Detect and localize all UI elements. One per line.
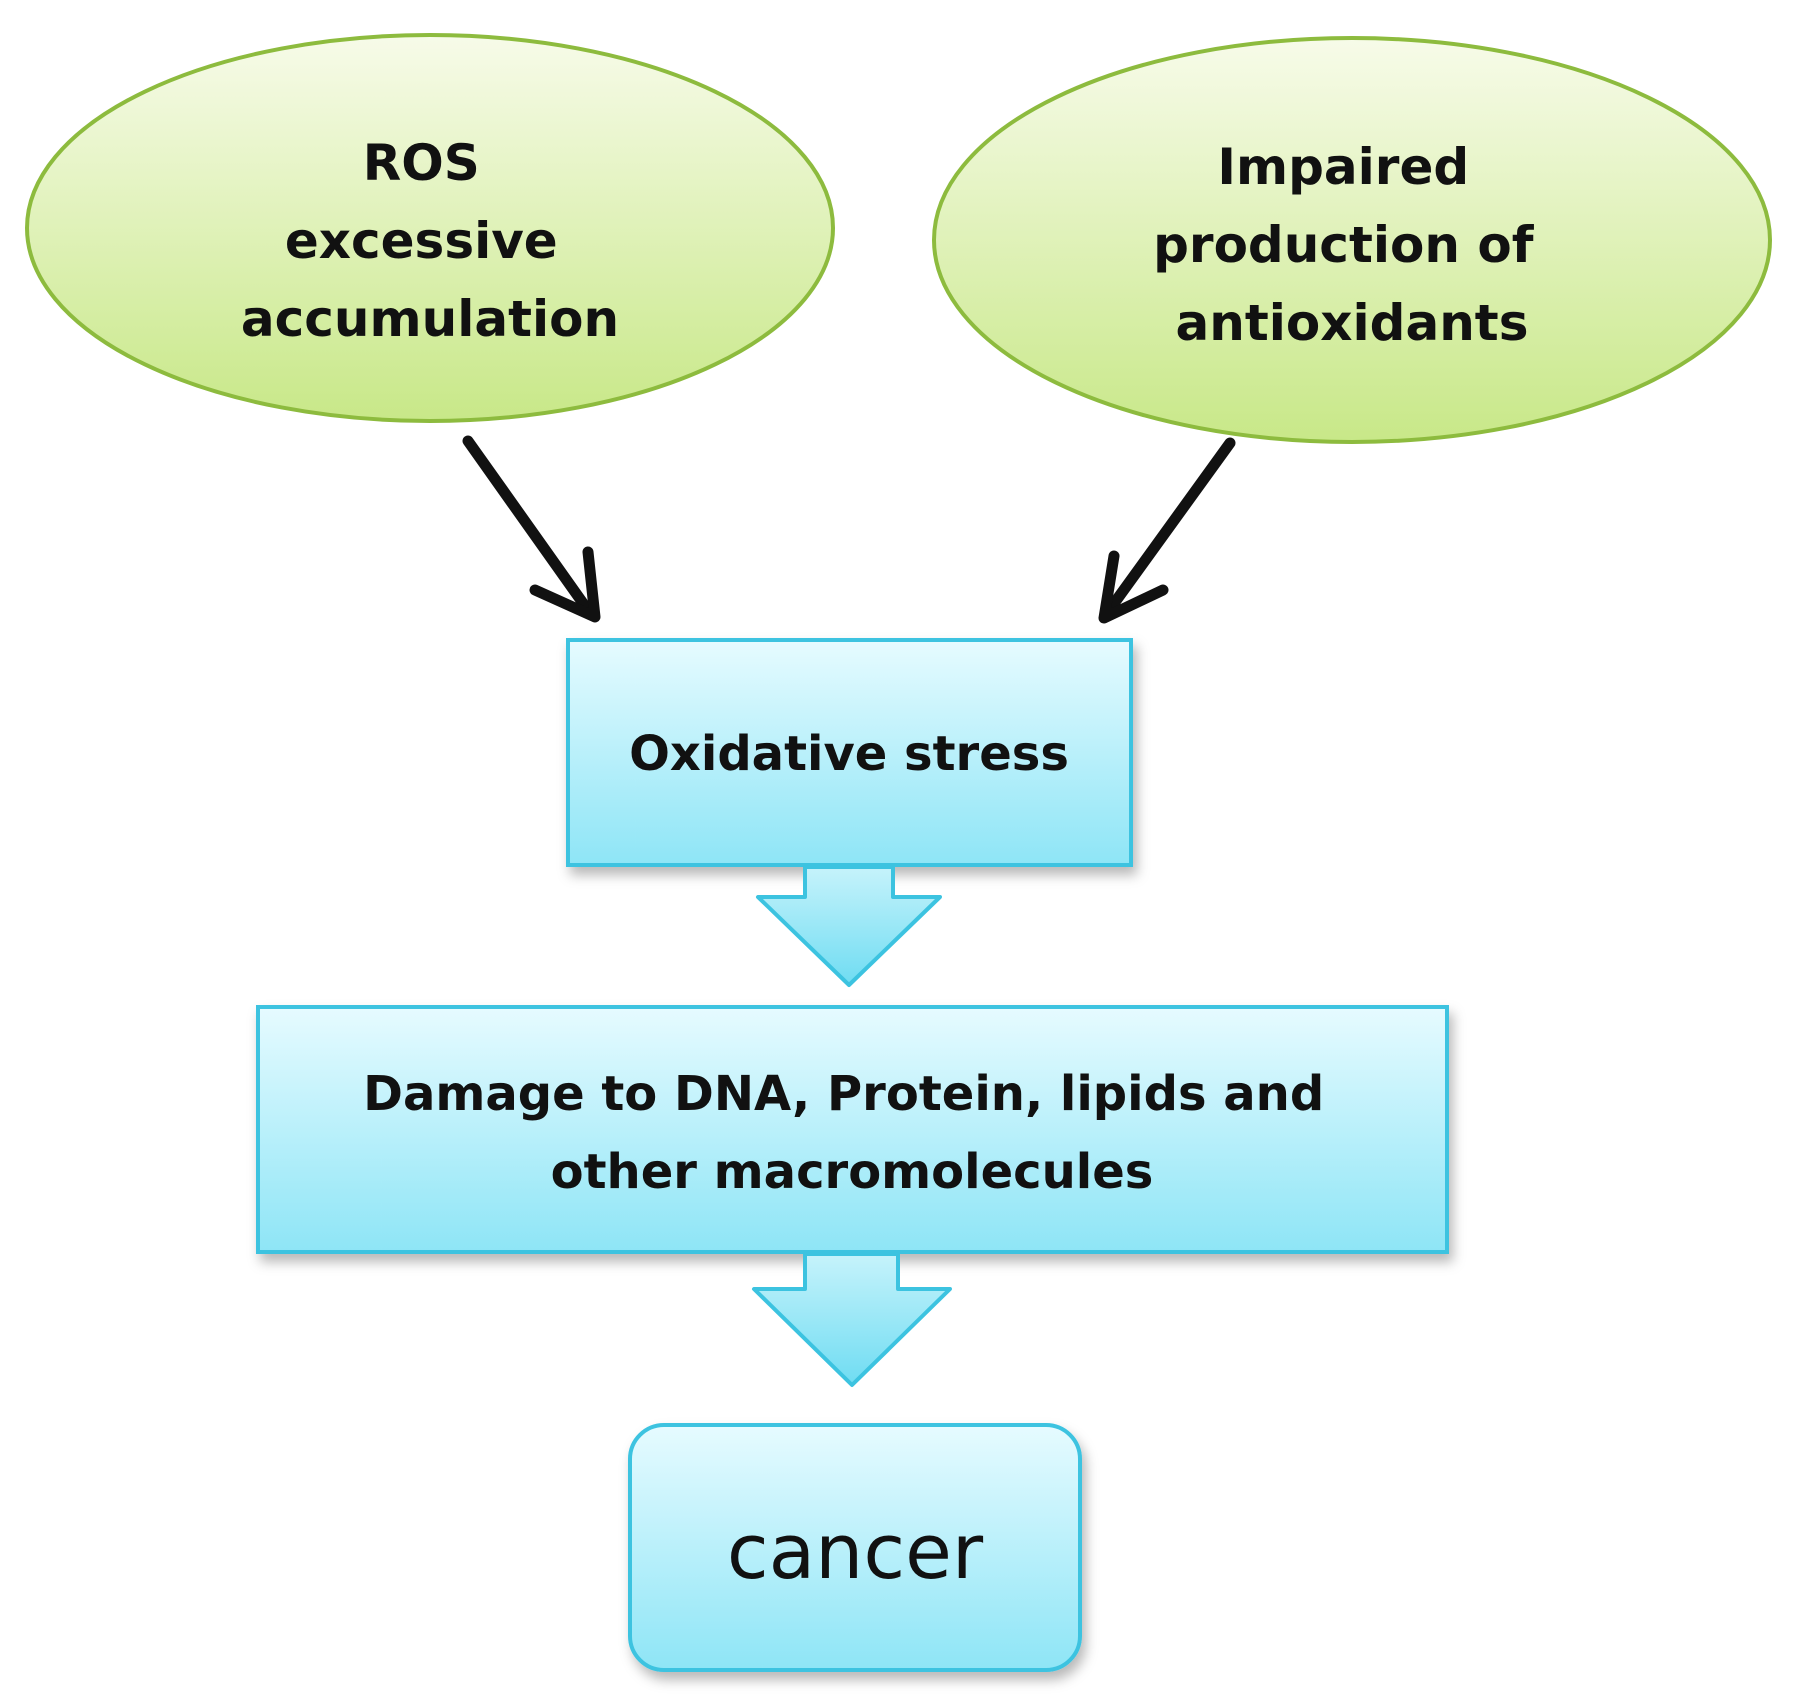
antioxidants-to-stress-arrow <box>1098 437 1236 624</box>
damage-node: Damage to DNA, Protein, lipids and other… <box>256 1005 1449 1254</box>
antioxidants-label-line-3: antioxidants <box>1176 294 1529 352</box>
stress-to-damage-block-arrow <box>756 865 942 987</box>
damage-label-line-2: other macromolecules <box>551 1144 1154 1200</box>
damage-label-line-1: Damage to DNA, Protein, lipids and <box>363 1066 1324 1122</box>
oxidative-stress-node: Oxidative stress <box>566 638 1133 867</box>
ros-accumulation-node: ROS excessive accumulation <box>25 33 835 423</box>
damage-label: Damage to DNA, Protein, lipids and other… <box>363 1066 1341 1200</box>
ros-label: ROS excessive accumulation <box>241 134 619 348</box>
oxidative-stress-label: Oxidative stress <box>629 726 1069 782</box>
ros-label-line-3: accumulation <box>241 290 619 348</box>
cancer-box <box>628 1423 1082 1672</box>
antioxidants-node: Impaired production of antioxidants <box>932 36 1772 444</box>
antioxidants-label-line-2: production of <box>1153 216 1535 274</box>
ros-label-line-2: excessive <box>285 212 558 270</box>
cancer-label: cancer <box>727 1507 984 1596</box>
ros-to-stress-arrow <box>462 435 601 623</box>
antioxidants-label-line-1: Impaired <box>1217 138 1469 196</box>
ros-label-line-1: ROS <box>363 134 480 192</box>
damage-box <box>256 1005 1449 1254</box>
damage-to-cancer-block-arrow <box>752 1252 952 1387</box>
cancer-node: cancer <box>628 1423 1082 1672</box>
oxidative-stress-box <box>566 638 1133 867</box>
antioxidants-ellipse-shape <box>932 36 1772 444</box>
ros-ellipse-shape <box>25 33 835 423</box>
antioxidants-label: Impaired production of antioxidants <box>1153 138 1551 352</box>
